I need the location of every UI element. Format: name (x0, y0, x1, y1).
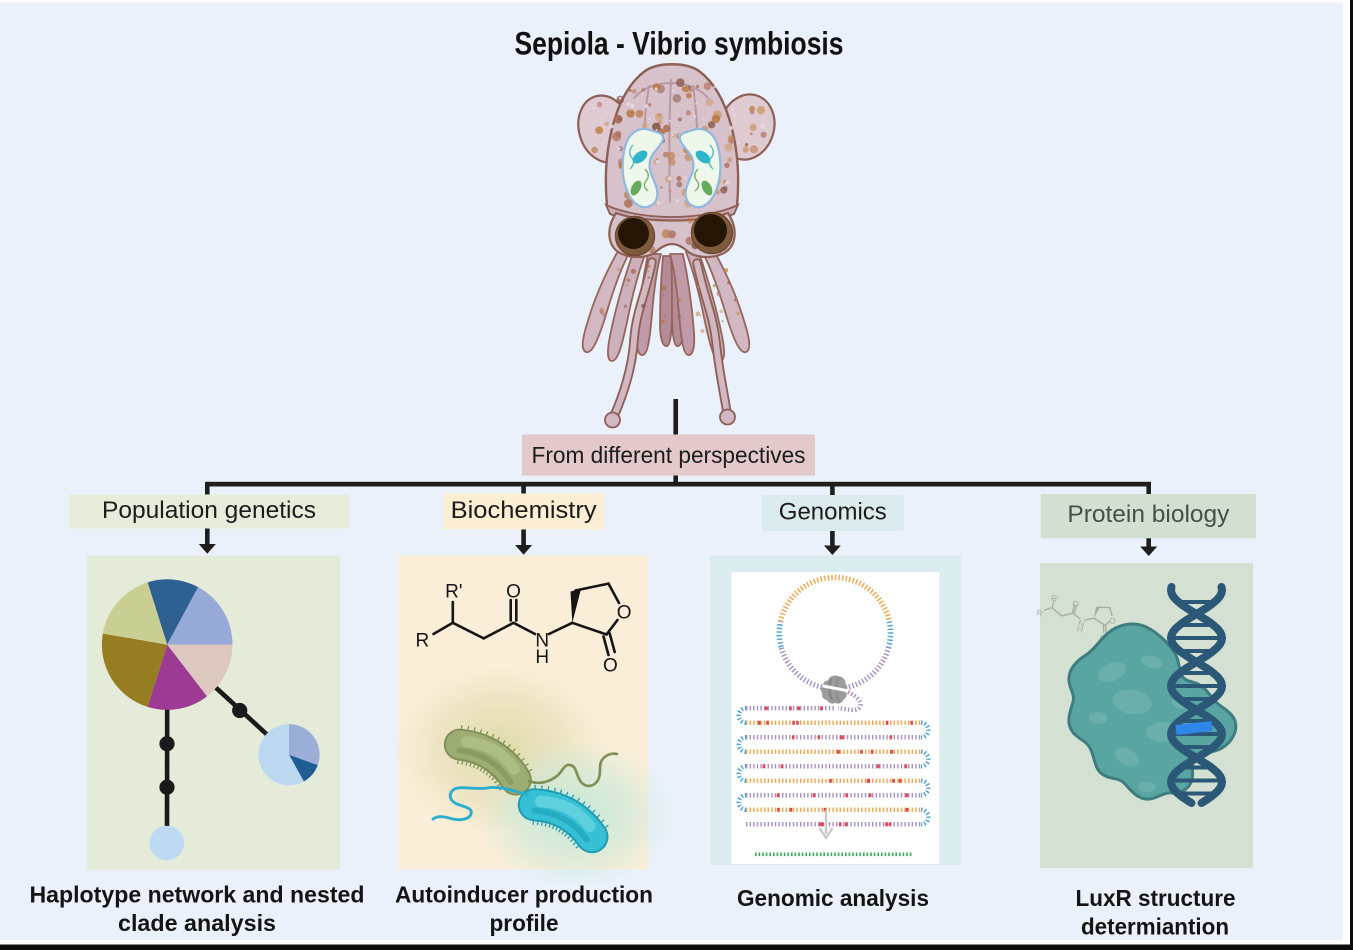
svg-text:Autoinducer production: Autoinducer production (395, 882, 653, 908)
svg-text:R': R' (445, 582, 462, 603)
svg-text:determiantion: determiantion (1081, 914, 1229, 940)
svg-text:From different perspectives: From different perspectives (532, 442, 806, 468)
svg-text:Protein biology: Protein biology (1067, 501, 1229, 528)
svg-text:O: O (1108, 615, 1117, 626)
svg-text:O: O (603, 656, 618, 677)
svg-text:O: O (506, 582, 521, 603)
svg-text:LuxR structure: LuxR structure (1076, 885, 1236, 911)
svg-text:R: R (1035, 607, 1043, 618)
svg-text:H: H (535, 647, 549, 668)
svg-text:R': R' (1050, 593, 1060, 605)
svg-text:O: O (617, 603, 632, 624)
svg-text:R: R (416, 631, 430, 652)
svg-text:Population genetics: Population genetics (102, 497, 316, 524)
svg-text:Biochemistry: Biochemistry (451, 497, 597, 524)
svg-text:profile: profile (490, 910, 559, 936)
svg-text:clade analysis: clade analysis (118, 910, 276, 936)
svg-text:O: O (1071, 598, 1080, 609)
svg-text:Genomics: Genomics (779, 499, 887, 526)
svg-text:Haplotype network and nested: Haplotype network and nested (30, 882, 365, 908)
svg-text:Genomic analysis: Genomic analysis (737, 885, 929, 911)
svg-text:N: N (1077, 618, 1085, 629)
svg-text:N: N (535, 631, 549, 652)
svg-text:Sepiola - Vibrio symbiosis: Sepiola - Vibrio symbiosis (515, 26, 844, 62)
svg-text:H: H (1076, 624, 1084, 635)
